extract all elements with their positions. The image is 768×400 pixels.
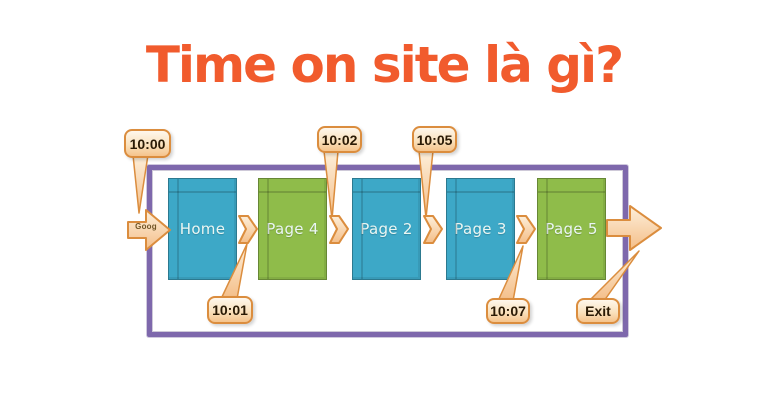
callout-1005-label: 10:05 xyxy=(416,131,453,148)
callout-1001: 10:01 xyxy=(207,296,253,324)
book-page5-label: Page 5 xyxy=(545,220,598,238)
callout-1000-label: 10:00 xyxy=(129,135,166,152)
callout-1000: 10:00 xyxy=(124,129,171,158)
callout-tail-1000 xyxy=(132,154,149,214)
book-page4: Page 4 xyxy=(258,178,327,280)
callout-1001-label: 10:01 xyxy=(212,302,248,318)
page-title: Time on site là gì? xyxy=(145,36,624,94)
book-page5: Page 5 xyxy=(537,178,606,280)
book-home: Home xyxy=(168,178,237,280)
callout-1002: 10:02 xyxy=(317,126,362,153)
book-page4-label: Page 4 xyxy=(266,220,319,238)
book-page2: Page 2 xyxy=(352,178,421,280)
book-home-label: Home xyxy=(179,220,226,238)
book-page2-label: Page 2 xyxy=(360,220,413,238)
callout-1007: 10:07 xyxy=(486,298,530,324)
book-page3: Page 3 xyxy=(446,178,515,280)
callout-1002-label: 10:02 xyxy=(321,131,358,148)
book-page3-label: Page 3 xyxy=(454,220,507,238)
callout-exit: Exit xyxy=(576,298,620,324)
callout-1007-label: 10:07 xyxy=(490,303,526,319)
callout-exit-label: Exit xyxy=(585,303,611,319)
callout-1005: 10:05 xyxy=(412,126,457,153)
entry-arrow-label: Goog xyxy=(135,222,157,231)
